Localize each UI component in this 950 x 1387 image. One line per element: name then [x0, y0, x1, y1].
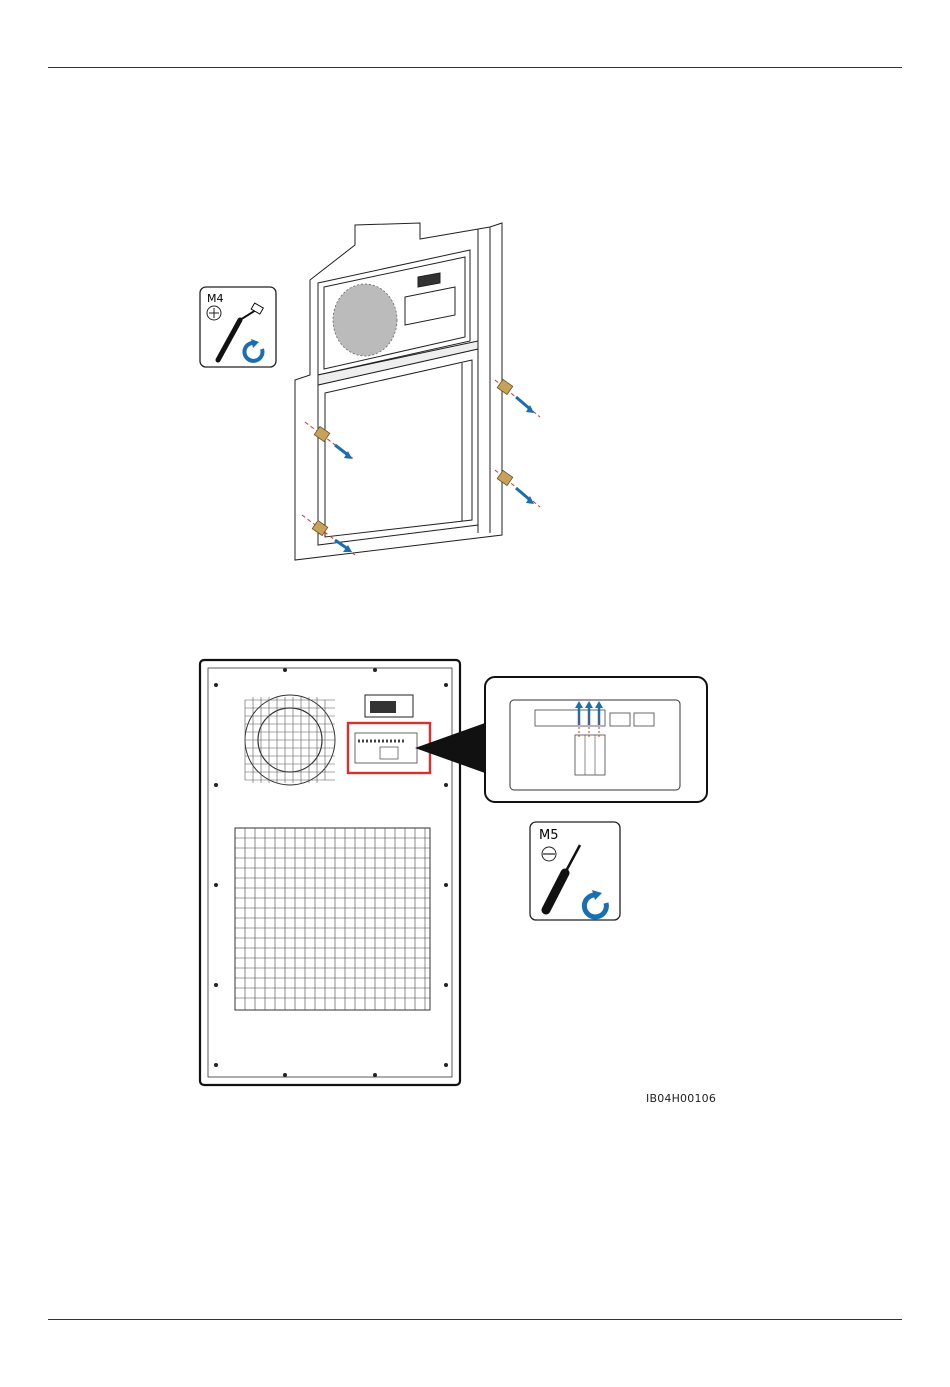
tool-size-label: M4	[207, 292, 224, 305]
terminal-arrows	[575, 701, 603, 737]
cabinet-door	[295, 223, 502, 560]
tool-size-label: M5	[539, 828, 559, 843]
tool-callout-m4: M4	[200, 287, 276, 367]
tool-callout-m5: M5	[530, 822, 620, 920]
rear-panel	[200, 660, 460, 1085]
figure-code: IB04H00106	[646, 1092, 716, 1105]
terminal-detail	[485, 677, 707, 802]
footer-rule	[48, 1319, 902, 1320]
header-rule	[48, 67, 902, 68]
figure-remove-screws: M4	[190, 215, 560, 565]
fan-grille	[333, 284, 397, 356]
figure-wiring-terminal: M5	[190, 655, 720, 1090]
